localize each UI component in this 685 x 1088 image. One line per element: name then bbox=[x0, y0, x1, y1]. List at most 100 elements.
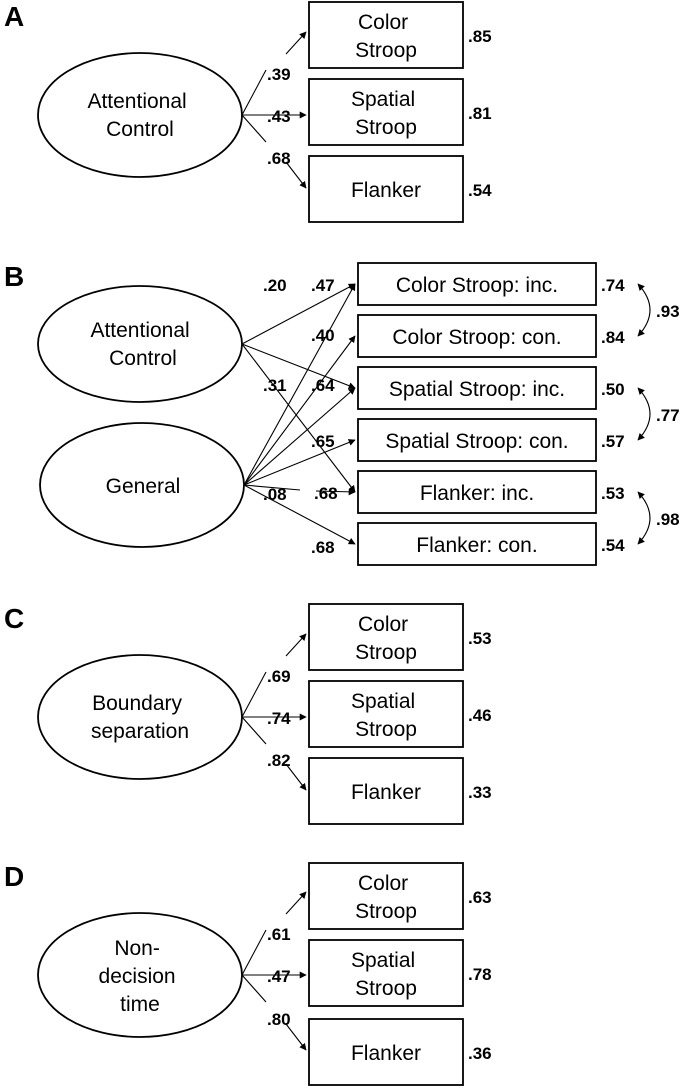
indicator-box-color-stroop-inc bbox=[357, 262, 597, 306]
general-loading-arrow bbox=[243, 439, 356, 486]
latent-label: Boundary separation bbox=[91, 692, 189, 743]
residual-value: .81 bbox=[468, 104, 492, 123]
panel-letter-b: B bbox=[4, 261, 24, 292]
indicator-label: Flanker bbox=[351, 781, 421, 804]
indicator-box-spatial-stroop-inc bbox=[357, 366, 597, 410]
indicator-label: Spatial Stroop: con. bbox=[385, 430, 568, 453]
panel-d: D Non- decision time Color Stroop Spatia… bbox=[4, 861, 492, 1086]
indicator-label: Color Stroop: inc. bbox=[396, 274, 558, 297]
latent-attentional-control-ellipse bbox=[37, 285, 243, 403]
latent-label: General bbox=[106, 475, 181, 498]
latent-attentional-control-ellipse bbox=[37, 52, 243, 178]
loading-value: .61 bbox=[267, 925, 291, 944]
loading-arrow bbox=[241, 634, 306, 718]
correlation-value: .77 bbox=[656, 406, 680, 425]
loading-arrow bbox=[241, 716, 306, 790]
indicator-box-flanker bbox=[308, 1018, 464, 1086]
indicator-label: Flanker bbox=[351, 179, 421, 202]
general-loading-arrow bbox=[243, 387, 356, 486]
latent-label: Attentional Control bbox=[90, 319, 195, 370]
indicator-box-color-stroop-con bbox=[357, 314, 597, 358]
loading-arrow bbox=[241, 974, 306, 1050]
residual-value: .84 bbox=[601, 328, 625, 347]
loading-value: .82 bbox=[267, 751, 291, 770]
general-loading-value: .68 bbox=[314, 484, 338, 503]
indicator-label: Flanker bbox=[351, 1042, 421, 1065]
general-loading-value: .65 bbox=[311, 432, 335, 451]
correlation-value: .93 bbox=[656, 302, 680, 321]
loading-value: .74 bbox=[267, 709, 291, 728]
residual-correlation-arc bbox=[637, 491, 651, 545]
loading-value: .39 bbox=[267, 65, 291, 84]
ac-loading-value: .31 bbox=[263, 376, 287, 395]
loading-arrow bbox=[241, 114, 306, 188]
indicator-box-spatial-stroop bbox=[308, 78, 464, 146]
loading-value: .47 bbox=[267, 967, 291, 986]
ac-loading-value: .08 bbox=[263, 485, 287, 504]
indicator-box-spatial-stroop bbox=[308, 939, 464, 1007]
correlation-value: .98 bbox=[656, 510, 680, 529]
residual-value: .74 bbox=[601, 276, 625, 295]
panel-c: C Boundary separation Color Stroop Spati… bbox=[4, 603, 492, 825]
loading-arrow bbox=[241, 32, 306, 116]
general-loading-arrow bbox=[243, 484, 355, 492]
residual-value: .53 bbox=[468, 629, 492, 648]
ac-loading-arrow bbox=[241, 343, 356, 389]
loading-value: .69 bbox=[267, 667, 291, 686]
indicator-box-spatial-stroop bbox=[308, 680, 464, 748]
ac-loading-arrow bbox=[241, 283, 356, 345]
indicator-label: Color Stroop bbox=[355, 872, 417, 923]
residual-value: .54 bbox=[601, 536, 625, 555]
residual-correlation-arc bbox=[637, 387, 651, 441]
general-loading-value: .40 bbox=[311, 326, 335, 345]
ac-loading-value: .20 bbox=[263, 276, 287, 295]
residual-value: .78 bbox=[468, 965, 492, 984]
indicator-box-flanker-inc bbox=[357, 470, 597, 514]
residual-correlation-arc bbox=[637, 283, 651, 337]
latent-label: Non- decision time bbox=[99, 937, 182, 1016]
loading-value: .68 bbox=[267, 149, 291, 168]
ac-loading-arrow bbox=[241, 343, 356, 493]
panel-a: A Attentional Control Color Stroop Spati… bbox=[4, 1, 492, 223]
general-loading-arrow bbox=[243, 335, 356, 486]
indicator-label: Flanker: inc. bbox=[420, 482, 534, 505]
loading-arrow bbox=[241, 892, 306, 976]
indicator-box-flanker bbox=[308, 757, 464, 825]
residual-value: .46 bbox=[468, 706, 492, 725]
panel-letter-a: A bbox=[4, 1, 24, 32]
general-loading-value: .64 bbox=[311, 376, 335, 395]
loading-value: .43 bbox=[267, 107, 291, 126]
indicator-label: Spatial Stroop bbox=[351, 949, 421, 1000]
residual-value: .33 bbox=[468, 783, 492, 802]
indicator-box-color-stroop bbox=[308, 603, 464, 671]
indicator-box-spatial-stroop-con bbox=[357, 418, 597, 462]
latent-boundary-separation-ellipse bbox=[37, 654, 243, 780]
residual-value: .54 bbox=[468, 181, 492, 200]
residual-value: .36 bbox=[468, 1044, 492, 1063]
residual-value: .85 bbox=[468, 27, 492, 46]
residual-value: .63 bbox=[468, 888, 492, 907]
indicator-label: Color Stroop bbox=[355, 613, 417, 664]
residual-value: .57 bbox=[601, 432, 625, 451]
general-loading-arrow bbox=[243, 484, 356, 545]
indicator-label: Flanker: con. bbox=[416, 534, 537, 557]
panel-b: B Attentional Control General Color Stro… bbox=[4, 261, 680, 566]
general-loading-value: .47 bbox=[311, 276, 335, 295]
indicator-box-color-stroop bbox=[308, 862, 464, 930]
indicator-box-flanker-con bbox=[357, 522, 597, 566]
residual-value: .53 bbox=[601, 484, 625, 503]
general-loading-arrow bbox=[243, 283, 356, 486]
indicator-label: Color Stroop bbox=[355, 11, 417, 62]
indicator-label: Spatial Stroop bbox=[351, 690, 421, 741]
indicator-label: Spatial Stroop bbox=[351, 88, 421, 139]
indicator-box-color-stroop bbox=[308, 1, 464, 69]
indicator-label: Spatial Stroop: inc. bbox=[389, 378, 565, 401]
general-loading-value: .68 bbox=[311, 538, 335, 557]
panel-letter-c: C bbox=[4, 603, 24, 634]
indicator-label: Color Stroop: con. bbox=[392, 326, 561, 349]
latent-label: Attentional Control bbox=[87, 90, 192, 141]
panel-letter-d: D bbox=[4, 861, 24, 892]
loading-value: .80 bbox=[267, 1010, 291, 1029]
residual-value: .50 bbox=[601, 380, 625, 399]
